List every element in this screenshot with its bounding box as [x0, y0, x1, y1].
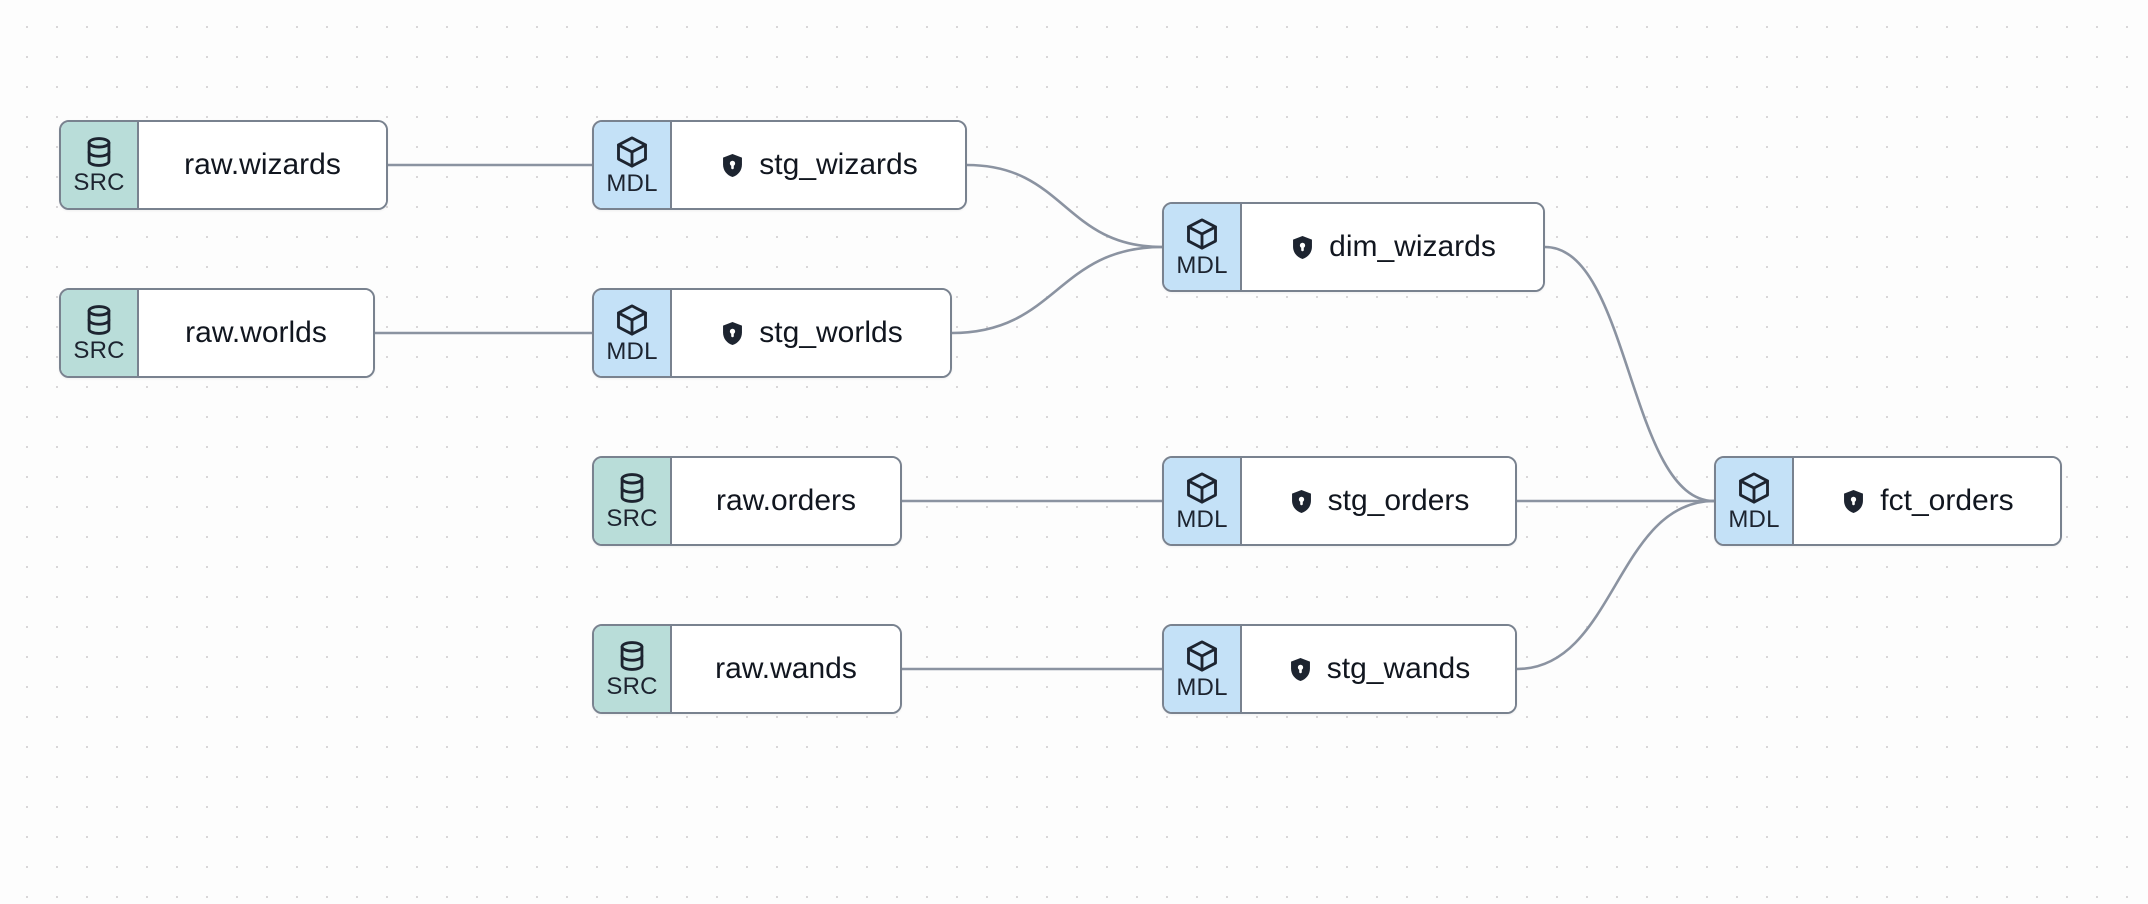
database-icon — [82, 303, 116, 337]
database-icon — [82, 135, 116, 169]
shield-lock-icon — [719, 320, 746, 347]
node-type-badge-stg_wands: MDL — [1164, 626, 1242, 712]
node-type-badge-stg_wizards: MDL — [594, 122, 672, 208]
node-type-label: MDL — [606, 337, 658, 365]
lineage-edge-stg_wizards-to-dim_wizards — [965, 163, 1164, 249]
node-type-badge-raw_wands: SRC — [594, 626, 672, 712]
node-body-stg_wizards: stg_wizards — [672, 122, 965, 208]
lineage-node-stg_wizards[interactable]: MDL stg_wizards — [592, 120, 967, 210]
shield-lock-icon — [1289, 234, 1316, 261]
lineage-edge-stg_wands-to-fct_orders — [1515, 499, 1716, 671]
node-type-label: MDL — [606, 169, 658, 197]
node-type-badge-raw_orders: SRC — [594, 458, 672, 544]
cube-icon — [1184, 638, 1220, 674]
lineage-node-raw_wands[interactable]: SRC raw.wands — [592, 624, 902, 714]
node-body-raw_wizards: raw.wizards — [139, 122, 386, 208]
node-type-label: SRC — [606, 672, 658, 700]
node-label: raw.wizards — [184, 148, 341, 181]
node-type-badge-raw_wizards: SRC — [61, 122, 139, 208]
node-body-raw_worlds: raw.worlds — [139, 290, 373, 376]
node-body-fct_orders: fct_orders — [1794, 458, 2060, 544]
shield-lock-icon — [719, 152, 746, 179]
lineage-node-raw_orders[interactable]: SRC raw.orders — [592, 456, 902, 546]
node-label: stg_orders — [1327, 484, 1470, 517]
cube-icon — [1184, 216, 1220, 252]
node-type-badge-stg_worlds: MDL — [594, 290, 672, 376]
node-type-label: MDL — [1176, 505, 1228, 533]
cube-icon — [614, 302, 650, 338]
node-label: fct_orders — [1880, 484, 2014, 517]
node-type-label: SRC — [73, 168, 125, 196]
database-icon — [615, 639, 649, 673]
node-body-raw_wands: raw.wands — [672, 626, 900, 712]
lineage-edge-dim_wizards-to-fct_orders — [1543, 245, 1716, 503]
node-type-badge-fct_orders: MDL — [1716, 458, 1794, 544]
shield-lock-icon — [1840, 488, 1867, 515]
node-body-stg_orders: stg_orders — [1242, 458, 1515, 544]
node-type-label: MDL — [1176, 673, 1228, 701]
cube-icon — [1184, 470, 1220, 506]
lineage-node-stg_worlds[interactable]: MDL stg_worlds — [592, 288, 952, 378]
lineage-node-stg_wands[interactable]: MDL stg_wands — [1162, 624, 1517, 714]
node-body-raw_orders: raw.orders — [672, 458, 900, 544]
node-type-label: SRC — [606, 504, 658, 532]
node-label: stg_wands — [1326, 652, 1471, 685]
node-type-badge-dim_wizards: MDL — [1164, 204, 1242, 290]
node-label: raw.wands — [715, 652, 857, 685]
node-type-label: SRC — [73, 336, 125, 364]
node-type-label: MDL — [1728, 505, 1780, 533]
node-label: raw.orders — [715, 484, 857, 517]
node-body-dim_wizards: dim_wizards — [1242, 204, 1543, 290]
node-label: stg_worlds — [759, 316, 903, 349]
node-body-stg_worlds: stg_worlds — [672, 290, 950, 376]
shield-lock-icon — [1287, 656, 1314, 683]
lineage-node-fct_orders[interactable]: MDL fct_orders — [1714, 456, 2062, 546]
lineage-edge-stg_worlds-to-dim_wizards — [950, 245, 1164, 335]
node-type-badge-stg_orders: MDL — [1164, 458, 1242, 544]
lineage-node-stg_orders[interactable]: MDL stg_orders — [1162, 456, 1517, 546]
node-label: dim_wizards — [1329, 230, 1496, 263]
node-body-stg_wands: stg_wands — [1242, 626, 1515, 712]
lineage-node-raw_worlds[interactable]: SRC raw.worlds — [59, 288, 375, 378]
node-label: raw.worlds — [185, 316, 327, 349]
node-type-badge-raw_worlds: SRC — [61, 290, 139, 376]
cube-icon — [1736, 470, 1772, 506]
node-label: stg_wizards — [759, 148, 918, 181]
cube-icon — [614, 134, 650, 170]
shield-lock-icon — [1288, 488, 1315, 515]
lineage-node-dim_wizards[interactable]: MDL dim_wizards — [1162, 202, 1545, 292]
node-type-label: MDL — [1176, 251, 1228, 279]
database-icon — [615, 471, 649, 505]
lineage-node-raw_wizards[interactable]: SRC raw.wizards — [59, 120, 388, 210]
